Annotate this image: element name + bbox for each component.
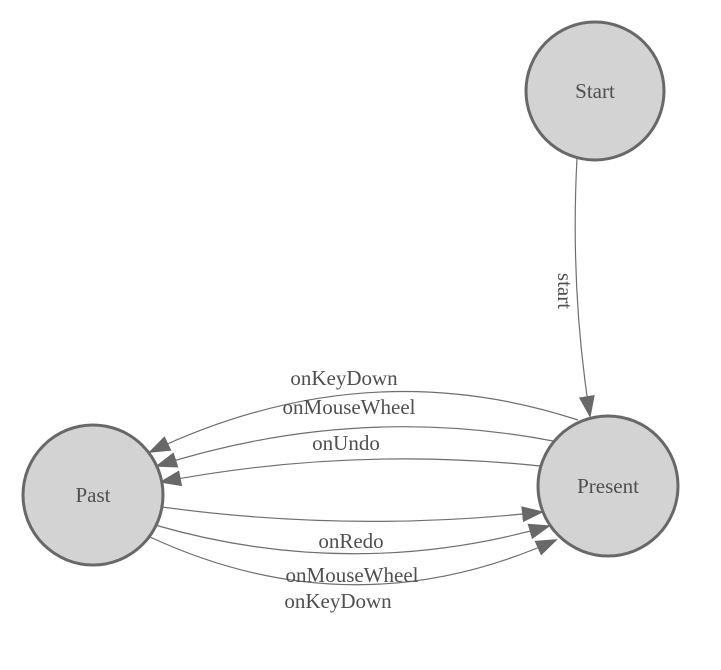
edge-label: onMouseWheel xyxy=(283,395,416,419)
state-node-past xyxy=(21,423,165,567)
state-node-start xyxy=(524,20,666,162)
edge-label: onMouseWheel xyxy=(286,563,419,587)
edge-present-to-past xyxy=(155,426,554,468)
edges-layer xyxy=(148,157,595,586)
state-node-present xyxy=(536,414,680,558)
state-node-label-past: Past xyxy=(75,483,110,507)
edge-start-to-present xyxy=(574,157,595,418)
edge-present-to-past xyxy=(148,390,579,453)
edge-label: onKeyDown xyxy=(284,589,392,613)
edge-past-to-present xyxy=(154,523,551,555)
edge-past-to-present xyxy=(149,536,558,586)
edge-present-to-past xyxy=(159,458,541,487)
edge-label: onRedo xyxy=(318,529,383,553)
edge-label: onKeyDown xyxy=(290,366,398,390)
edge-past-to-present xyxy=(161,506,544,523)
edge-label: onUndo xyxy=(312,431,380,455)
edge-label: start xyxy=(553,273,577,309)
state-node-label-present: Present xyxy=(577,474,639,498)
state-node-label-start: Start xyxy=(575,79,615,103)
edge-labels-layer: startonKeyDownonMouseWheelonUndoonRedoon… xyxy=(283,273,577,613)
